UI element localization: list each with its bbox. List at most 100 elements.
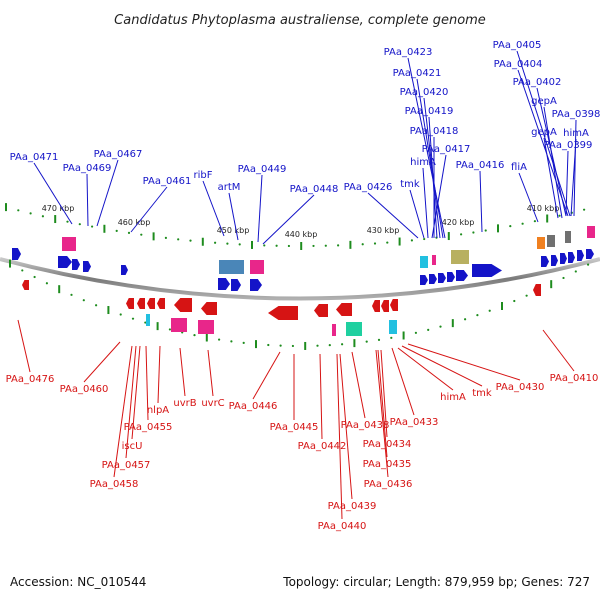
reverse-gene-box xyxy=(332,324,336,336)
reverse-gene-arrow xyxy=(157,298,165,309)
minor-tick xyxy=(439,325,442,328)
minor-tick xyxy=(238,243,241,246)
forward-gene-arrow xyxy=(541,256,549,267)
minor-tick xyxy=(45,282,49,285)
kbp-label: 420 kbp xyxy=(442,218,475,227)
reverse-gene-box xyxy=(346,322,362,336)
forward-gene-label: PAa_0471 xyxy=(10,152,59,163)
minor-tick xyxy=(316,344,319,347)
reverse-leader-line xyxy=(401,345,483,387)
forward-gene-label: himA xyxy=(563,128,589,139)
reverse-gene-label: iscU xyxy=(122,441,143,452)
minor-tick xyxy=(177,238,180,241)
reverse-leader-line xyxy=(252,351,281,400)
reverse-gene-box xyxy=(171,318,187,332)
minor-tick xyxy=(562,276,565,280)
minor-tick xyxy=(242,341,245,344)
reverse-leader-line xyxy=(380,349,388,438)
minor-tick xyxy=(361,243,364,246)
forward-gene-arrow xyxy=(12,248,21,260)
forward-gene-label: PAa_0399 xyxy=(544,140,593,151)
minor-tick xyxy=(414,331,417,334)
kbp-label: 450 kbp xyxy=(217,226,250,235)
minor-tick xyxy=(287,244,290,248)
minor-tick xyxy=(127,231,131,234)
forward-gene-box xyxy=(587,226,595,238)
minor-tick xyxy=(41,215,45,218)
reverse-gene-label: PAa_0458 xyxy=(90,479,139,490)
reverse-gene-box xyxy=(198,320,214,334)
forward-leader-line xyxy=(407,57,446,239)
forward-gene-label: PAa_0419 xyxy=(405,106,454,117)
minor-tick xyxy=(66,220,69,223)
reverse-leader-line xyxy=(145,345,149,421)
forward-gene-arrow xyxy=(83,261,91,272)
minor-tick xyxy=(521,222,524,225)
forward-leader-line xyxy=(96,159,119,227)
minor-tick xyxy=(513,299,516,303)
forward-leader-line xyxy=(573,119,577,217)
forward-gene-arrow xyxy=(429,274,437,284)
minor-tick xyxy=(29,212,32,215)
forward-gene-label: PAa_0467 xyxy=(94,149,143,160)
forward-gene-label: artM xyxy=(218,182,241,193)
reverse-leader-line xyxy=(542,329,575,372)
forward-gene-label: gepA xyxy=(531,96,557,107)
forward-gene-arrow xyxy=(218,278,230,290)
forward-gene-label: ribF xyxy=(194,170,213,181)
reverse-strand-features xyxy=(22,280,541,336)
reverse-gene-arrow xyxy=(126,298,134,309)
minor-tick xyxy=(214,241,217,244)
accession-text: Accession: NC_010544 xyxy=(10,575,146,589)
reverse-gene-arrow xyxy=(314,304,328,317)
forward-gene-label: PAa_0461 xyxy=(143,176,192,187)
minor-tick xyxy=(164,236,167,240)
reverse-leader-line xyxy=(179,347,186,397)
forward-gene-label: PAa_0405 xyxy=(493,40,542,51)
forward-leader-lines xyxy=(33,50,577,245)
reverse-gene-label: PAa_0435 xyxy=(363,459,412,470)
reverse-gene-label: PAa_0436 xyxy=(364,479,413,490)
reverse-gene-arrow xyxy=(381,300,389,312)
minor-tick xyxy=(230,340,233,343)
forward-gene-label: PAa_0449 xyxy=(238,164,287,175)
reverse-leader-line xyxy=(131,345,141,440)
reverse-gene-label: PAa_0445 xyxy=(270,422,319,433)
minor-tick xyxy=(337,244,340,247)
reverse-gene-label: PAa_0442 xyxy=(298,441,347,452)
reverse-leader-line xyxy=(351,351,366,419)
minor-tick xyxy=(279,344,282,347)
forward-gene-arrow xyxy=(438,273,446,283)
minor-tick xyxy=(460,233,463,236)
forward-gene-box xyxy=(219,260,233,274)
forward-leader-line xyxy=(479,170,483,233)
reverse-gene-label: PAa_0438 xyxy=(341,420,390,431)
minor-tick xyxy=(386,241,389,244)
forward-gene-arrow xyxy=(560,253,567,264)
reverse-gene-label: tmk xyxy=(472,388,492,399)
minor-tick xyxy=(324,244,327,247)
forward-gene-box xyxy=(250,260,264,274)
reverse-leader-line xyxy=(319,353,323,440)
reverse-gene-box xyxy=(146,314,150,326)
minor-tick xyxy=(365,340,368,343)
reverse-gene-label: PAa_0430 xyxy=(496,382,545,393)
forward-leader-line xyxy=(517,69,569,217)
reverse-gene-arrow xyxy=(137,298,145,309)
reverse-gene-label: PAa_0455 xyxy=(124,422,173,433)
reverse-leader-line xyxy=(125,345,137,459)
minor-tick xyxy=(189,239,192,242)
forward-gene-label: PAa_0448 xyxy=(290,184,339,195)
reverse-leader-line xyxy=(113,345,133,478)
reverse-leader-line xyxy=(157,345,161,404)
reverse-gene-label: PAa_0434 xyxy=(363,439,412,450)
forward-gene-arrow xyxy=(121,265,128,275)
forward-gene-arrow xyxy=(58,256,72,268)
forward-gene-label: PAa_0469 xyxy=(63,163,112,174)
minor-tick xyxy=(115,229,118,232)
minor-tick xyxy=(263,244,266,247)
minor-tick xyxy=(341,343,344,346)
reverse-leader-line xyxy=(17,319,31,373)
